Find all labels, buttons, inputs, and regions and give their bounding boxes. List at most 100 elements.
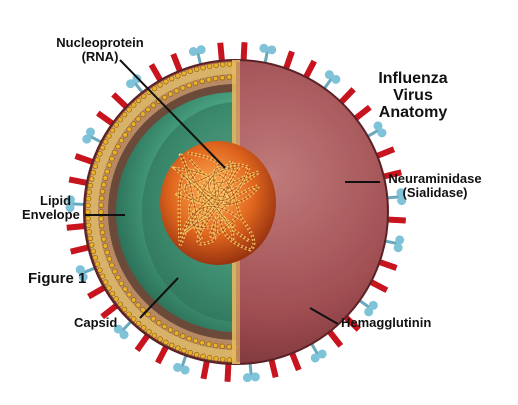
envelope-bead	[121, 306, 128, 313]
envelope-bead	[109, 290, 116, 297]
envelope-bead	[193, 66, 200, 73]
envelope-bead	[118, 280, 125, 287]
envelope-bead	[212, 342, 219, 349]
envelope-bead	[226, 74, 232, 80]
envelope-bead	[126, 311, 132, 317]
neuraminidase-knob	[119, 330, 129, 340]
envelope-bead	[97, 267, 103, 273]
capsid-leader	[139, 277, 179, 319]
envelope-bead	[115, 143, 121, 150]
neuraminidase-knob	[267, 45, 277, 55]
envelope-bead	[169, 342, 175, 349]
virus-body	[83, 59, 389, 365]
envelope-bead	[89, 176, 95, 182]
envelope-bead	[130, 121, 137, 127]
nucleoprotein-leader	[119, 59, 226, 169]
envelope-bead	[212, 75, 219, 82]
envelope-bead	[200, 353, 206, 359]
envelope-bead	[219, 343, 226, 350]
capsid-label: Capsid	[74, 315, 118, 330]
diagram-title: Influenza Virus Anatomy	[368, 70, 458, 121]
envelope-bead	[146, 329, 152, 335]
envelope-bead	[181, 347, 187, 354]
envelope-bead	[135, 97, 142, 104]
envelope-bead	[99, 145, 106, 151]
envelope-bead	[150, 316, 157, 322]
envelope-bead	[85, 202, 91, 209]
envelope-bead	[145, 106, 151, 113]
envelope-bead	[122, 132, 128, 138]
envelope-bead	[102, 279, 109, 285]
nucleoprotein-label: Nucleoprotein (RNA)	[55, 36, 145, 64]
envelope-bead	[126, 107, 132, 113]
envelope-bead	[87, 235, 94, 242]
diagram-title-line-2: Virus	[393, 87, 433, 104]
neuraminidase-knob	[85, 127, 95, 137]
envelope-bead	[86, 229, 93, 235]
envelope-bead	[102, 175, 109, 181]
envelope-bead	[85, 209, 91, 215]
envelope-bead	[113, 296, 119, 302]
rna-strands	[170, 151, 264, 252]
envelope-bead	[135, 302, 141, 308]
envelope-bead	[213, 62, 219, 69]
neuraminidase-knob	[82, 134, 92, 144]
envelope-bead	[109, 262, 115, 268]
envelope-bead	[145, 311, 151, 318]
envelope-bead	[135, 320, 142, 327]
neuraminidase-knob	[126, 79, 136, 89]
envelope-bead	[131, 102, 137, 108]
neuraminidase-label-line-1: Neuraminidase	[388, 171, 482, 186]
envelope-bead	[151, 332, 158, 339]
rna-strand-shadow	[178, 167, 239, 242]
neuraminidase-knob	[396, 188, 406, 198]
envelope-bead	[90, 169, 97, 176]
envelope-bead	[167, 91, 174, 97]
envelope-bead	[106, 256, 113, 262]
envelope-bead	[86, 189, 93, 195]
neuraminidase-knob	[65, 195, 75, 205]
envelope-bead	[113, 122, 119, 128]
envelope-bead	[112, 268, 118, 275]
envelope-bead	[97, 151, 103, 157]
envelope-bead	[206, 77, 212, 83]
exterior-surface	[236, 62, 386, 362]
envelope-bead	[99, 273, 106, 279]
envelope-bead	[199, 78, 205, 85]
envelope-bead	[98, 202, 104, 208]
envelope-bead	[213, 355, 219, 362]
envelope-bead	[92, 255, 98, 261]
envelope-bead	[118, 137, 125, 144]
envelope-bead	[192, 338, 199, 344]
neuraminidase-knob	[188, 47, 198, 57]
envelope-bead	[126, 291, 132, 298]
envelope-bead	[161, 94, 168, 101]
envelope-bead	[92, 163, 98, 169]
envelope-bead	[112, 149, 118, 156]
envelope-bead	[106, 162, 113, 168]
envelope-bead	[130, 297, 137, 303]
envelope-bead	[117, 301, 123, 307]
envelope-bead	[150, 102, 157, 108]
hemagglutinin-label: Hemagglutinin	[341, 315, 432, 330]
neuraminidase-knob	[242, 373, 252, 383]
neuraminidase-knob	[75, 265, 85, 275]
neuraminidase-knob	[393, 243, 403, 253]
neuraminidase-knob	[196, 45, 206, 55]
neuraminidase-knob	[65, 203, 75, 213]
neuraminidase-knob	[331, 74, 341, 84]
envelope-bead	[199, 339, 205, 346]
figure-label: Figure 1	[28, 270, 87, 287]
nucleoprotein-label-line-2: (RNA)	[81, 49, 119, 64]
envelope-bead	[192, 80, 199, 86]
envelope-bead	[117, 117, 123, 123]
lipid-envelope-label-line-2: Envelope	[22, 207, 80, 222]
envelope-bead	[121, 111, 128, 118]
envelope-bead	[181, 70, 187, 77]
envelope-bead	[106, 285, 112, 291]
neuraminidase-knob	[364, 307, 374, 317]
envelope-bead	[85, 196, 92, 202]
envelope-bead	[173, 330, 180, 336]
envelope-bead	[131, 316, 137, 322]
